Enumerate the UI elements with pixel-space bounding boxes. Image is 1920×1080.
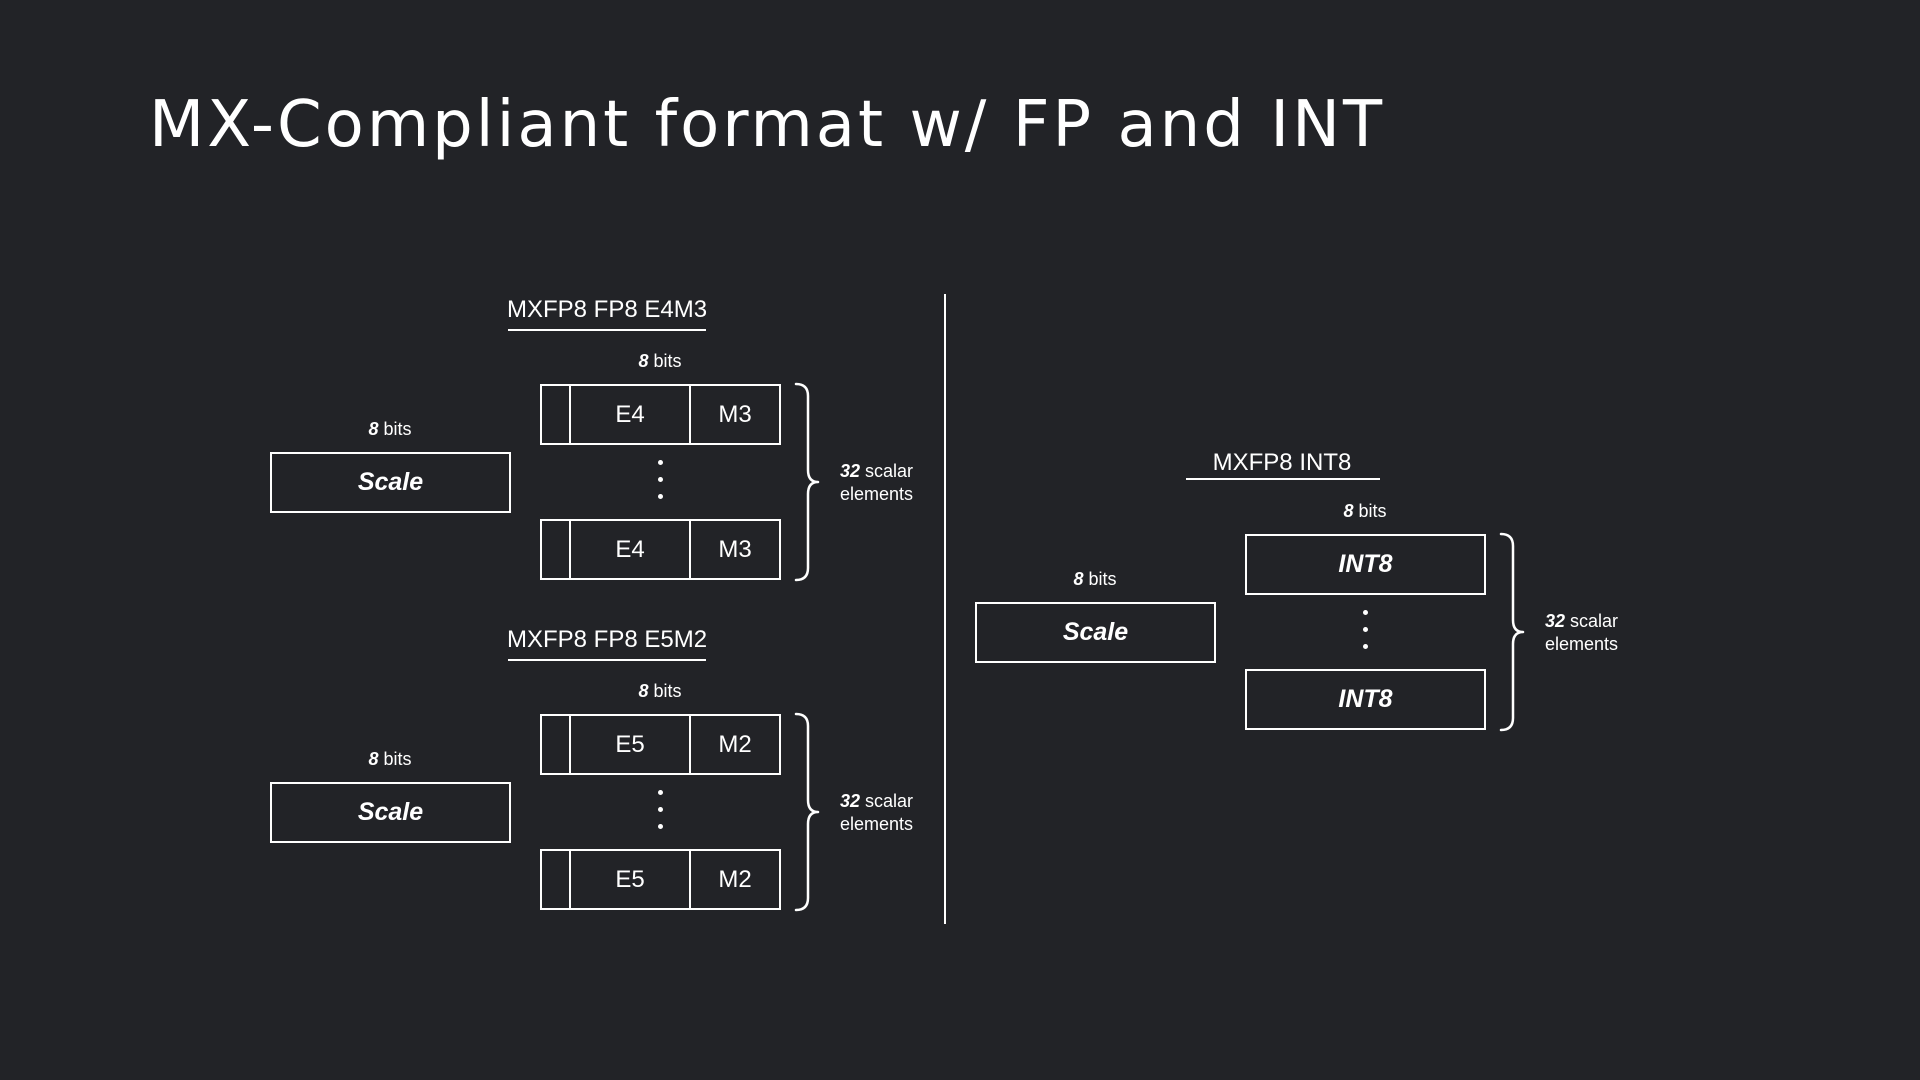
- e4m3-scale-label: Scale: [357, 468, 424, 496]
- int8-heading: MXFP8 INT8: [1212, 449, 1352, 476]
- e4m3-scale-box: Scale: [270, 452, 511, 513]
- e5m2-brace: [794, 712, 820, 912]
- int8-element-bits-label: 8 bits: [1343, 501, 1387, 521]
- e5m2-scale-box: Scale: [270, 782, 511, 843]
- e5m2-scale-label: Scale: [357, 798, 424, 826]
- e4m3-heading-underline: [508, 329, 706, 331]
- int8-element-last: INT8: [1245, 669, 1486, 730]
- slide-title: MX-Compliant format w/ FP and INT: [149, 88, 1386, 162]
- e5m2-heading-underline: [508, 659, 706, 661]
- int8-ellipsis-dots: [1363, 610, 1369, 661]
- e5m2-heading: MXFP8 FP8 E5M2: [507, 626, 708, 653]
- e4m3-element-count-label: 32 scalar elements: [840, 461, 914, 504]
- e5m2-element-first: E5 M2: [540, 714, 781, 775]
- section-divider: [944, 294, 946, 924]
- int8-scale-box: Scale: [975, 602, 1216, 663]
- sign-bit-cell: [542, 851, 571, 908]
- int8-element-count-label: 32 scalar elements: [1545, 611, 1619, 654]
- int8-heading-underline: [1186, 478, 1380, 480]
- e4m3-brace: [794, 382, 820, 582]
- int8-element-label: INT8: [1338, 550, 1393, 578]
- mantissa-cell: M2: [718, 730, 752, 758]
- e5m2-element-last: E5 M2: [540, 849, 781, 910]
- e4m3-element-first: E4 M3: [540, 384, 781, 445]
- mantissa-cell: M3: [718, 535, 752, 563]
- e4m3-ellipsis-dots: [658, 460, 664, 511]
- int8-scale-label: Scale: [1062, 618, 1129, 646]
- mantissa-cell: M3: [718, 400, 752, 428]
- exponent-cell: E4: [571, 386, 691, 443]
- mantissa-cell: M2: [718, 865, 752, 893]
- e5m2-scale-bits-label: 8 bits: [368, 749, 412, 769]
- int8-element-first: INT8: [1245, 534, 1486, 595]
- e5m2-element-bits-label: 8 bits: [638, 681, 682, 701]
- exponent-cell: E5: [571, 716, 691, 773]
- sign-bit-cell: [542, 521, 571, 578]
- e4m3-scale-bits-label: 8 bits: [368, 419, 412, 439]
- sign-bit-cell: [542, 716, 571, 773]
- exponent-cell: E4: [571, 521, 691, 578]
- int8-brace: [1499, 532, 1525, 732]
- e4m3-heading: MXFP8 FP8 E4M3: [507, 296, 708, 323]
- int8-scale-bits-label: 8 bits: [1073, 569, 1117, 589]
- int8-element-label: INT8: [1338, 685, 1393, 713]
- e5m2-element-count-label: 32 scalar elements: [840, 791, 914, 834]
- exponent-cell: E5: [571, 851, 691, 908]
- sign-bit-cell: [542, 386, 571, 443]
- e4m3-element-last: E4 M3: [540, 519, 781, 580]
- e4m3-element-bits-label: 8 bits: [638, 351, 682, 371]
- e5m2-ellipsis-dots: [658, 790, 664, 841]
